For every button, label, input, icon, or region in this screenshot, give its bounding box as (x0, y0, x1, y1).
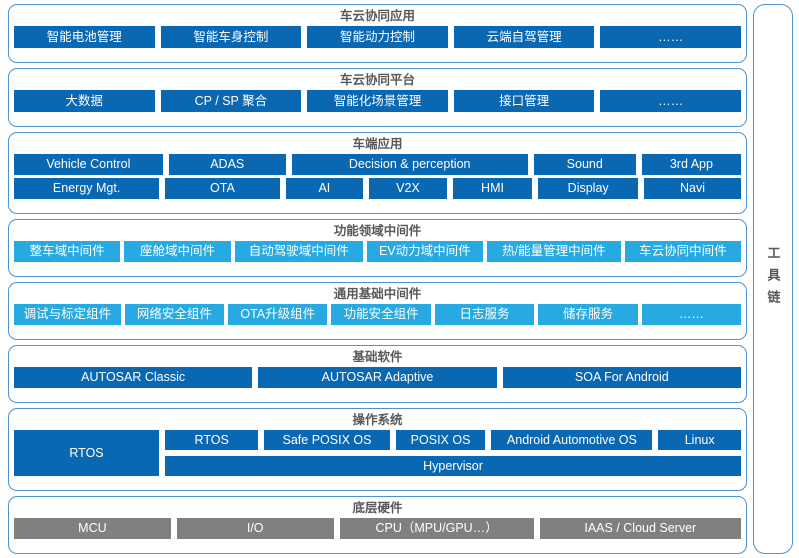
chip-apps-ellipsis[interactable]: …… (600, 26, 741, 48)
chip-display[interactable]: Display (538, 178, 639, 199)
chip-decision-perception[interactable]: Decision & perception (291, 154, 528, 175)
layer-title: 通用基础中间件 (333, 287, 422, 301)
chip-v2x[interactable]: V2X (369, 178, 447, 199)
chip-functional-safety-component[interactable]: 功能安全组件 (331, 304, 431, 325)
layer-title: 车云协同平台 (339, 73, 415, 87)
layer-row: 调试与标定组件 网络安全组件 OTA升级组件 功能安全组件 日志服务 储存服务 … (14, 304, 742, 325)
chip-hmi[interactable]: HMI (452, 178, 533, 199)
chip-iaas-cloud-server[interactable]: IAAS / Cloud Server (539, 518, 741, 539)
chip-soa-for-android[interactable]: SOA For Android (502, 367, 741, 388)
chip-android-automotive-os[interactable]: Android Automotive OS (491, 430, 653, 450)
layer-row: MCU I/O CPU（MPU/GPU…） IAAS / Cloud Serve… (14, 518, 741, 539)
chip-hypervisor[interactable]: Hypervisor (165, 456, 741, 476)
layer-title: 操作系统 (352, 413, 403, 427)
chip-autosar-classic[interactable]: AUTOSAR Classic (14, 367, 253, 388)
chip-rtos[interactable]: RTOS (165, 430, 259, 450)
layer-cloud-vehicle-apps[interactable]: 车云协同应用 智能电池管理 智能车身控制 智能动力控制 云端自驾管理 …… (8, 4, 747, 63)
chip-smart-powertrain-control[interactable]: 智能动力控制 (307, 26, 448, 48)
chip-mcu[interactable]: MCU (14, 518, 171, 539)
chip-debug-calibration-component[interactable]: 调试与标定组件 (14, 304, 121, 325)
chip-ota-upgrade-component[interactable]: OTA升级组件 (228, 304, 328, 325)
layer-basic-software[interactable]: 基础软件 AUTOSAR Classic AUTOSAR Adaptive SO… (8, 345, 747, 403)
layer-row: 整车域中间件 座舱域中间件 自动驾驶域中间件 EV动力域中间件 热/能量管理中间… (14, 241, 741, 262)
layer-row: AUTOSAR Classic AUTOSAR Adaptive SOA For… (14, 367, 741, 388)
chip-smart-scenario-mgmt[interactable]: 智能化场景管理 (307, 90, 448, 112)
layer-hardware[interactable]: 底层硬件 MCU I/O CPU（MPU/GPU…） IAAS / Cloud … (8, 496, 747, 554)
layer-row: Vehicle Control ADAS Decision & percepti… (14, 154, 741, 175)
layer-domain-middleware[interactable]: 功能领域中间件 整车域中间件 座舱域中间件 自动驾驶域中间件 EV动力域中间件 … (8, 219, 747, 277)
chip-autodrive-domain-middleware[interactable]: 自动驾驶域中间件 (234, 241, 363, 262)
layer-common-middleware[interactable]: 通用基础中间件 调试与标定组件 网络安全组件 OTA升级组件 功能安全组件 日志… (8, 282, 747, 340)
layer-stack: 车云协同应用 智能电池管理 智能车身控制 智能动力控制 云端自驾管理 …… 车云… (8, 4, 747, 554)
chip-ev-powertrain-domain-middleware[interactable]: EV动力域中间件 (366, 241, 483, 262)
chip-adas[interactable]: ADAS (168, 154, 286, 175)
layer-title: 功能领域中间件 (333, 224, 422, 238)
toolchain-label: 工具链 (765, 246, 781, 312)
os-bottom-row: Hypervisor (165, 456, 741, 476)
chip-network-security-component[interactable]: 网络安全组件 (124, 304, 225, 325)
layer-row: 大数据 CP / SP 聚合 智能化场景管理 接口管理 …… (14, 90, 741, 112)
chip-cloud-autodrive-mgmt[interactable]: 云端自驾管理 (453, 26, 595, 48)
os-body: RTOS RTOS Safe POSIX OS POSIX OS Android… (14, 430, 741, 476)
chip-cpu[interactable]: CPU（MPU/GPU…） (339, 518, 534, 539)
layer-title: 车端应用 (352, 137, 403, 151)
chip-storage-service[interactable]: 储存服务 (538, 304, 638, 325)
os-left-column: RTOS (14, 430, 159, 476)
chip-ai[interactable]: AI (285, 178, 364, 199)
layer-title: 车云协同应用 (339, 9, 415, 23)
chip-autosar-adaptive[interactable]: AUTOSAR Adaptive (258, 367, 497, 388)
os-top-row: RTOS Safe POSIX OS POSIX OS Android Auto… (165, 430, 741, 450)
chip-cp-sp-aggregation[interactable]: CP / SP 聚合 (160, 90, 302, 112)
chip-io[interactable]: I/O (176, 518, 334, 539)
chip-cockpit-domain-middleware[interactable]: 座舱域中间件 (124, 241, 231, 262)
layer-title: 基础软件 (352, 350, 403, 364)
chip-vehicle-domain-middleware[interactable]: 整车域中间件 (14, 241, 121, 262)
chip-3rd-app[interactable]: 3rd App (641, 154, 741, 175)
chip-navi[interactable]: Navi (644, 178, 741, 199)
layer-row: 智能电池管理 智能车身控制 智能动力控制 云端自驾管理 …… (14, 26, 741, 48)
layer-cloud-vehicle-platform[interactable]: 车云协同平台 大数据 CP / SP 聚合 智能化场景管理 接口管理 …… (8, 68, 747, 127)
chip-big-data[interactable]: 大数据 (14, 90, 155, 112)
chip-sound[interactable]: Sound (533, 154, 636, 175)
chip-smart-battery-mgmt[interactable]: 智能电池管理 (14, 26, 155, 48)
chip-vehicle-control[interactable]: Vehicle Control (14, 154, 163, 175)
chip-smart-body-control[interactable]: 智能车身控制 (160, 26, 302, 48)
chip-linux[interactable]: Linux (658, 430, 741, 450)
chip-interface-mgmt[interactable]: 接口管理 (453, 90, 595, 112)
layer-vehicle-apps[interactable]: 车端应用 Vehicle Control ADAS Decision & per… (8, 132, 747, 214)
chip-platform-ellipsis[interactable]: …… (600, 90, 741, 112)
chip-rtos-main[interactable]: RTOS (14, 430, 159, 476)
chip-log-service[interactable]: 日志服务 (434, 304, 535, 325)
chip-thermal-energy-middleware[interactable]: 热/能量管理中间件 (486, 241, 621, 262)
chip-cloud-vehicle-middleware[interactable]: 车云协同中间件 (624, 241, 741, 262)
chip-posix-os[interactable]: POSIX OS (395, 430, 486, 450)
chip-energy-mgt[interactable]: Energy Mgt. (14, 178, 160, 199)
chip-safe-posix-os[interactable]: Safe POSIX OS (264, 430, 390, 450)
layer-row: Energy Mgt. OTA AI V2X HMI Display Navi (14, 178, 741, 199)
layer-title: 底层硬件 (352, 501, 403, 515)
toolchain-rail[interactable]: 工具链 (753, 4, 793, 554)
os-right-column: RTOS Safe POSIX OS POSIX OS Android Auto… (165, 430, 741, 476)
chip-middleware-ellipsis[interactable]: …… (641, 304, 742, 325)
chip-ota[interactable]: OTA (165, 178, 280, 199)
layer-operating-system[interactable]: 操作系统 RTOS RTOS Safe POSIX OS POSIX OS An… (8, 408, 747, 491)
